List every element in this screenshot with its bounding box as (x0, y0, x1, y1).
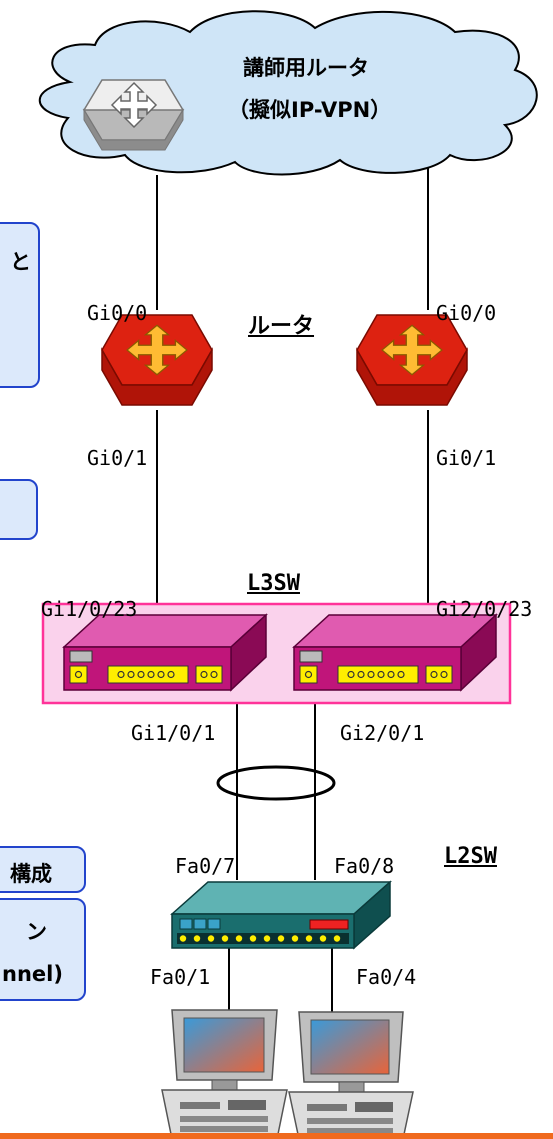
port-router2-down: Gi0/1 (436, 446, 497, 470)
port-router1-down: Gi0/1 (87, 446, 148, 470)
pc-1-icon (161, 1009, 288, 1139)
callout-bottom-1: 構成 (0, 846, 86, 893)
port-l3sw-left-up: Gi1/0/23 (41, 597, 138, 621)
port-l3sw-right-up: Gi2/0/23 (436, 597, 533, 621)
etherchannel-ellipse (216, 765, 336, 801)
callout-top-text: と (10, 250, 31, 274)
callout-bottom-2-line2: nnel) (2, 962, 63, 986)
port-l2sw-left-up: Fa0/7 (175, 854, 236, 878)
pc-2-icon (288, 1011, 414, 1139)
port-l2sw-left-down: Fa0/1 (150, 965, 211, 989)
callout-bottom-1-text: 構成 (10, 862, 52, 886)
l3sw-unit-2-icon (292, 613, 498, 692)
router-1-icon (101, 314, 213, 406)
bottom-rule (0, 1133, 553, 1139)
l3sw-unit-1-icon (62, 613, 268, 692)
port-l3sw-right-down: Gi2/0/1 (340, 721, 425, 745)
port-l2sw-right-down: Fa0/4 (356, 965, 417, 989)
cloud-label-line1: 講師用ルータ (243, 56, 369, 80)
l2sw-icon (170, 880, 392, 950)
instructor-router-icon (82, 79, 185, 151)
cloud-label-line2: （擬似IP-VPN） (228, 98, 392, 122)
callout-bottom-2-line1: ン (26, 920, 47, 944)
callout-top: と (0, 222, 40, 388)
port-router1-up: Gi0/0 (87, 301, 148, 325)
router-title: ルータ (248, 314, 315, 339)
l3sw-title: L3SW (247, 571, 300, 596)
callout-middle (0, 479, 38, 540)
link-lines (156, 168, 429, 1012)
l2sw-title: L2SW (444, 844, 497, 869)
port-router2-up: Gi0/0 (436, 301, 497, 325)
port-l2sw-right-up: Fa0/8 (334, 854, 395, 878)
port-l3sw-left-down: Gi1/0/1 (131, 721, 216, 745)
callout-bottom-2: ン nnel) (0, 898, 86, 1001)
router-2-icon (356, 314, 468, 406)
